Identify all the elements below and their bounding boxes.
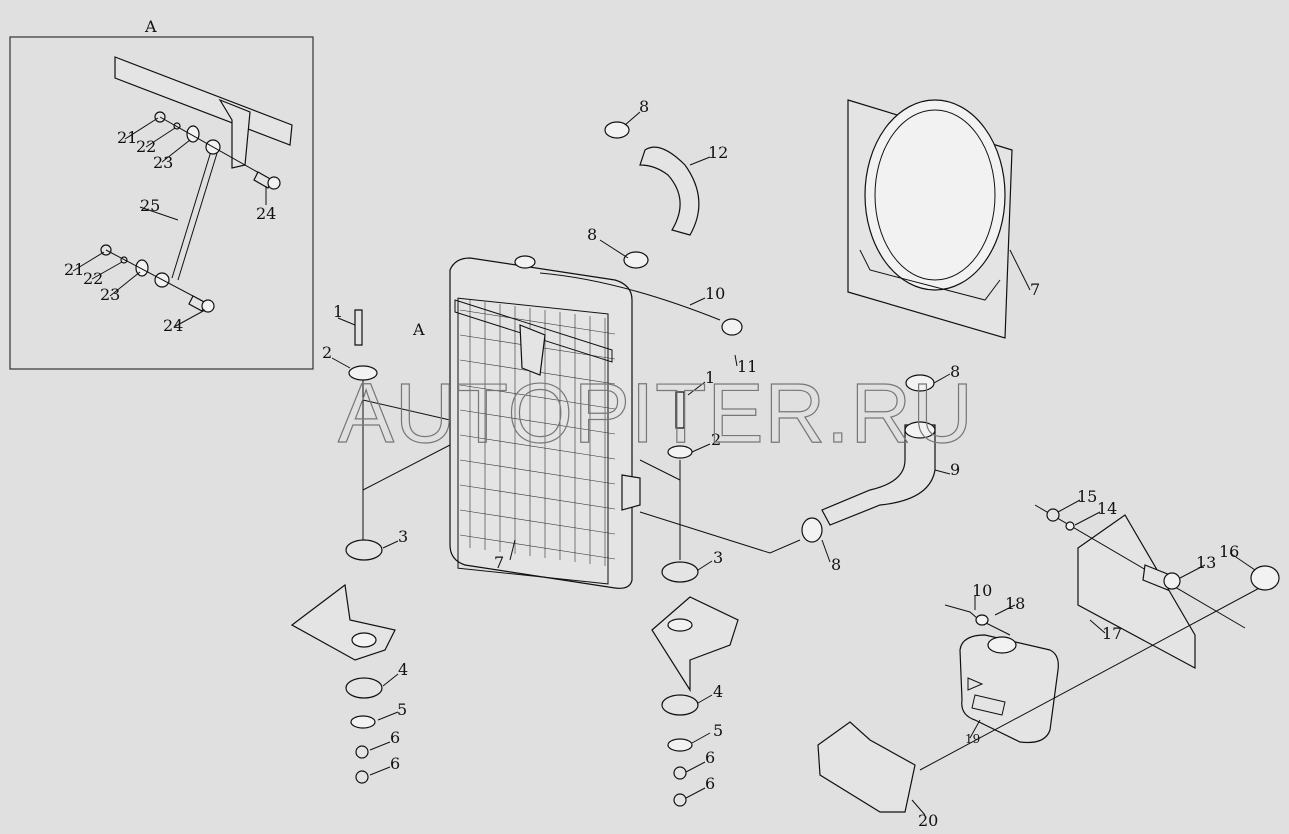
watermark: AUTOPITER.RU xyxy=(338,366,974,460)
stay-rod xyxy=(171,147,219,281)
hose-clamp xyxy=(623,251,649,269)
mount-bracket xyxy=(218,98,251,169)
upper-hose xyxy=(639,146,700,236)
left-mount xyxy=(290,309,451,784)
callout-6: 6 xyxy=(705,774,715,793)
callout-10: 10 xyxy=(972,581,992,600)
callout-6: 6 xyxy=(705,748,715,767)
callout-8: 8 xyxy=(950,362,960,381)
callout-22: 22 xyxy=(136,137,156,156)
detail-view-a: A 21 22 23 24 25 21 22 23 24 xyxy=(9,17,314,370)
callout-24: 24 xyxy=(256,204,276,223)
callout-18: 18 xyxy=(1005,594,1025,613)
tank-guard xyxy=(817,721,916,813)
hose-clamp xyxy=(604,121,630,139)
lower-hose xyxy=(821,424,936,526)
detail-frame xyxy=(9,36,314,370)
callout-3: 3 xyxy=(713,548,723,567)
radiator xyxy=(449,255,721,589)
callout-2: 2 xyxy=(322,343,332,362)
callout-1: 1 xyxy=(333,302,343,321)
callout-23: 23 xyxy=(100,285,120,304)
callout-7: 7 xyxy=(494,553,504,572)
callout-14: 14 xyxy=(1097,499,1117,518)
callout-12: 12 xyxy=(708,143,728,162)
right-mount xyxy=(639,391,801,807)
callout-6: 6 xyxy=(390,728,400,747)
fan-shroud xyxy=(847,99,1013,339)
tank-cap xyxy=(1250,565,1280,591)
tank-bracket xyxy=(1077,514,1196,670)
callout-7: 7 xyxy=(1030,280,1040,299)
callout-10: 10 xyxy=(705,284,725,303)
expansion-tank xyxy=(944,604,1059,744)
callout-5: 5 xyxy=(713,721,723,740)
callout-5: 5 xyxy=(397,700,407,719)
callout-21: 21 xyxy=(64,260,84,279)
callout-25: 25 xyxy=(140,196,160,215)
callout-23: 23 xyxy=(153,153,173,172)
callout-13: 13 xyxy=(1196,553,1216,572)
callout-6: 6 xyxy=(390,754,400,773)
callout-19: 19 xyxy=(965,732,980,746)
callout-17: 17 xyxy=(1102,624,1122,643)
view-marker-a: A xyxy=(412,320,425,339)
callout-4: 4 xyxy=(713,682,723,701)
callout-8: 8 xyxy=(639,97,649,116)
callout-16: 16 xyxy=(1219,542,1239,561)
callout-22: 22 xyxy=(83,269,103,288)
hose-clamp xyxy=(801,517,823,543)
callout-1: 1 xyxy=(705,368,715,387)
callout-21: 21 xyxy=(117,128,137,147)
callout-15: 15 xyxy=(1077,487,1097,506)
frame-rail xyxy=(114,56,293,146)
callout-11: 11 xyxy=(737,357,757,376)
callout-9: 9 xyxy=(950,460,960,479)
callout-4: 4 xyxy=(398,660,408,679)
callout-8: 8 xyxy=(587,225,597,244)
callout-8: 8 xyxy=(831,555,841,574)
callout-3: 3 xyxy=(398,527,408,546)
callout-2: 2 xyxy=(711,430,721,449)
callout-24: 24 xyxy=(163,316,183,335)
callout-20: 20 xyxy=(918,811,938,830)
hose-clamp xyxy=(721,318,743,336)
detail-title: A xyxy=(144,17,157,36)
